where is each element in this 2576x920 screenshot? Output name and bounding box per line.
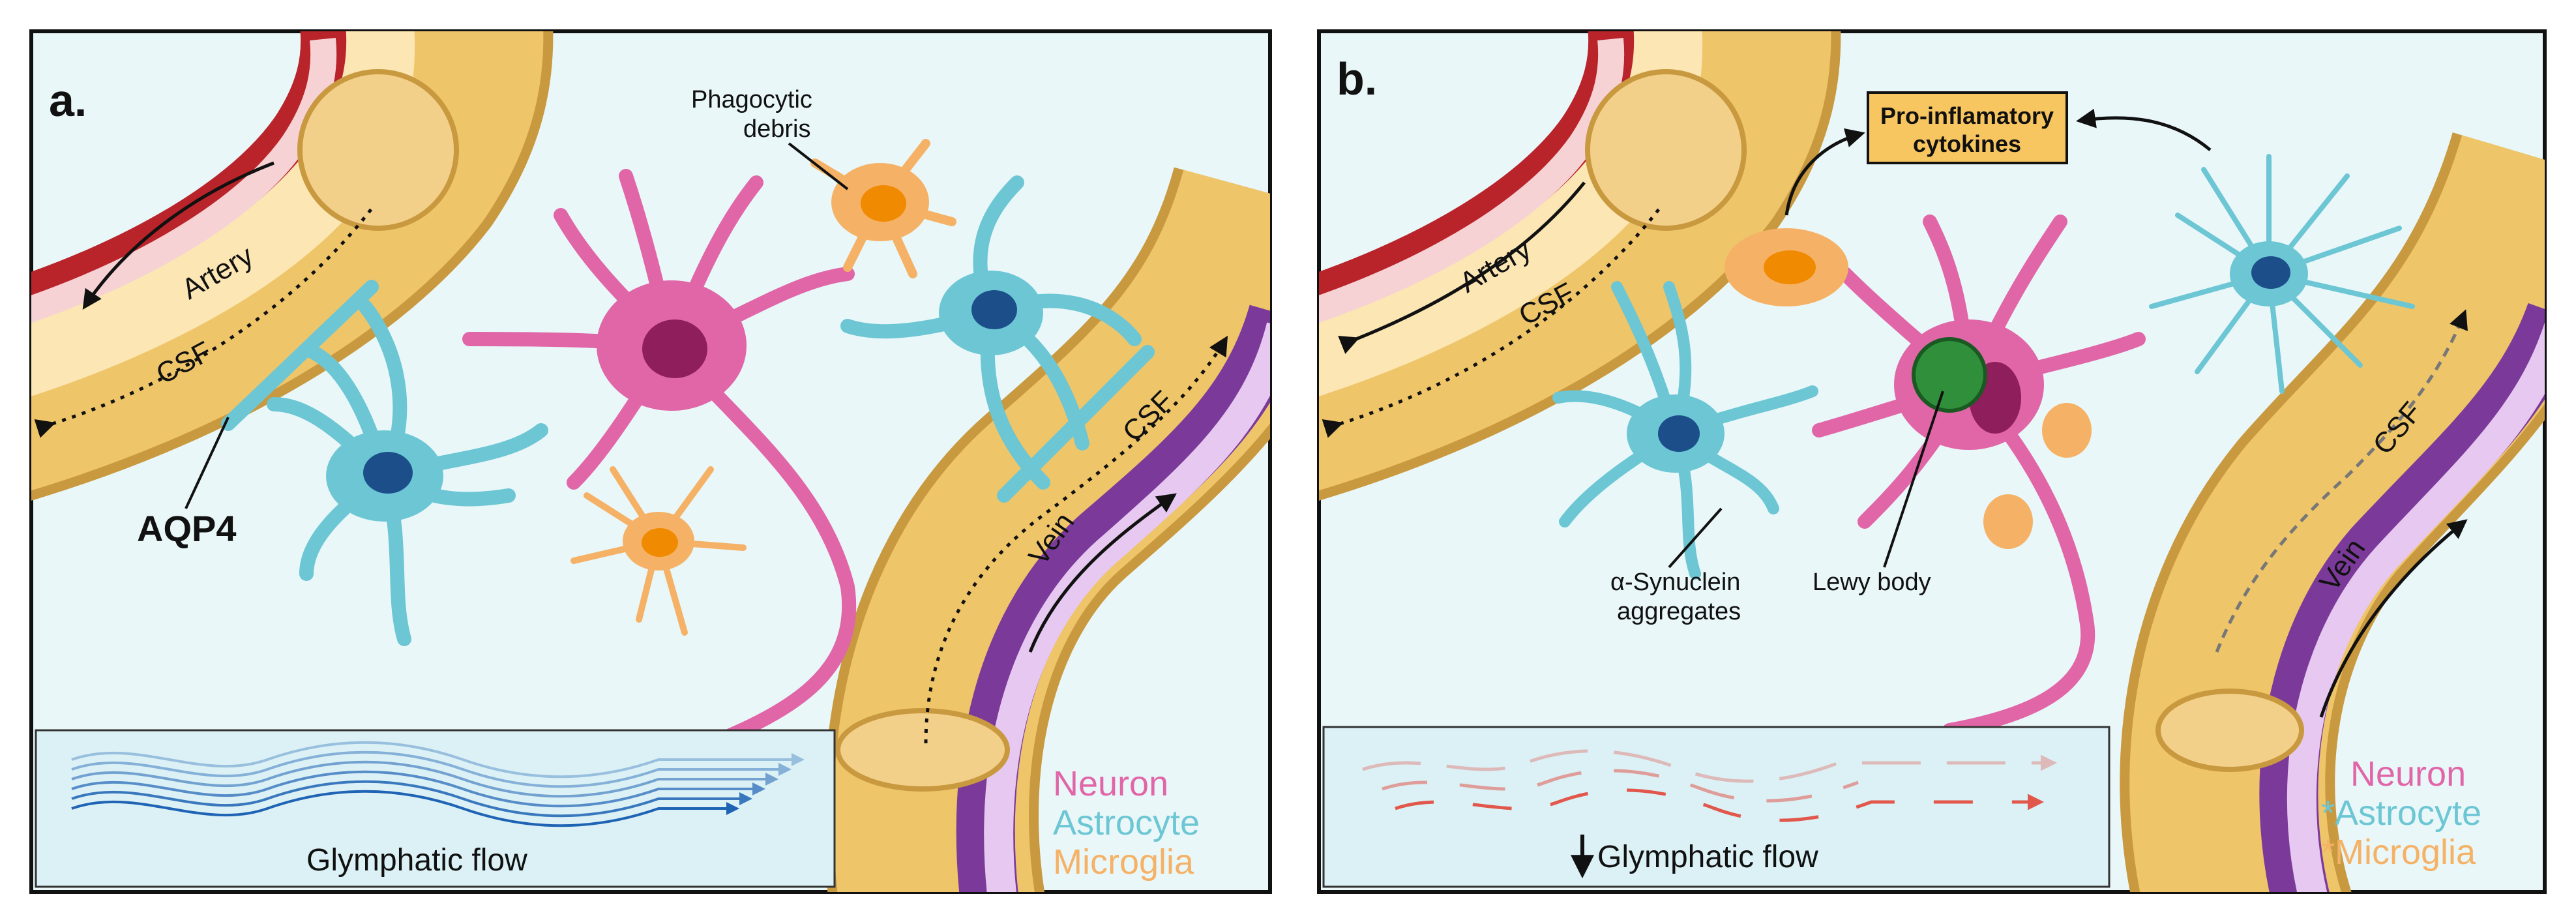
astrocyte-nucleus-b-right — [2251, 256, 2290, 289]
flow-streamlines-b — [1362, 749, 2057, 822]
microglia-amoeboid — [1725, 228, 2092, 549]
neuron-nucleus — [642, 319, 707, 378]
glymphatic-flow-label-b: Glymphatic flow — [1597, 840, 1818, 874]
lewy-body-pointer — [1883, 391, 1944, 568]
synuclein-pointer — [1668, 507, 1723, 569]
synuclein-label-line1: α-Synuclein — [1610, 569, 1740, 596]
astrocyte-nucleus-b-left — [1658, 415, 1700, 452]
microglia-nucleus-top — [861, 185, 906, 222]
panel-b: Pro-inflamatory cytokines b. Artery CSF … — [1317, 29, 2547, 894]
flow-streamlines-a — [71, 741, 805, 827]
glymphatic-flow-box-a: Glymphatic flow — [35, 729, 836, 888]
lewy-body — [1912, 337, 1987, 413]
cytokines-label-line2: cytokines — [1913, 130, 2021, 157]
artery-vessel — [31, 31, 554, 501]
synuclein-label-line2: aggregates — [1617, 598, 1741, 625]
legend-microglia-b: *Microglia — [2321, 833, 2476, 872]
phagocytic-label-line2: debris — [743, 115, 811, 143]
aqp4-label: AQP4 — [137, 508, 237, 549]
astrocyte-nucleus-left — [363, 452, 413, 494]
glymphatic-flow-box-b: Glymphatic flow — [1322, 726, 2110, 888]
legend-neuron-a: Neuron — [1053, 764, 1168, 803]
panel-a: a. Artery CSF AQP4 Phagocytic debris Vei… — [29, 29, 1272, 894]
legend-microglia-a: Microglia — [1053, 842, 1194, 882]
phagocytic-pointer — [788, 142, 849, 190]
vein-vessel — [823, 166, 1270, 892]
legend-neuron-b: Neuron — [2350, 754, 2466, 794]
aqp4-pointer — [185, 417, 229, 509]
microglia-nucleus-bottom — [642, 528, 678, 557]
legend-astrocyte-b: *Astrocyte — [2321, 794, 2481, 833]
phagocytic-label-line1: Phagocytic — [691, 86, 812, 113]
cytokines-box: Pro-inflamatory cytokines — [1784, 91, 2212, 216]
lewy-body-label: Lewy body — [1813, 569, 1931, 596]
panel-letter-b: b. — [1337, 53, 1377, 104]
astrocyte-cell-b-right — [2149, 154, 2415, 394]
panel-letter-a: a. — [49, 75, 87, 126]
vein-vessel-b — [2120, 131, 2545, 892]
cytokines-label-line1: Pro-inflamatory — [1880, 102, 2054, 129]
legend-astrocyte-a: Astrocyte — [1053, 803, 1200, 842]
glymphatic-flow-label-a: Glymphatic flow — [306, 843, 527, 878]
microglia-cell-bottom — [570, 466, 747, 636]
astrocyte-nucleus-right — [971, 290, 1017, 329]
artery-vessel-b — [1319, 31, 1841, 501]
